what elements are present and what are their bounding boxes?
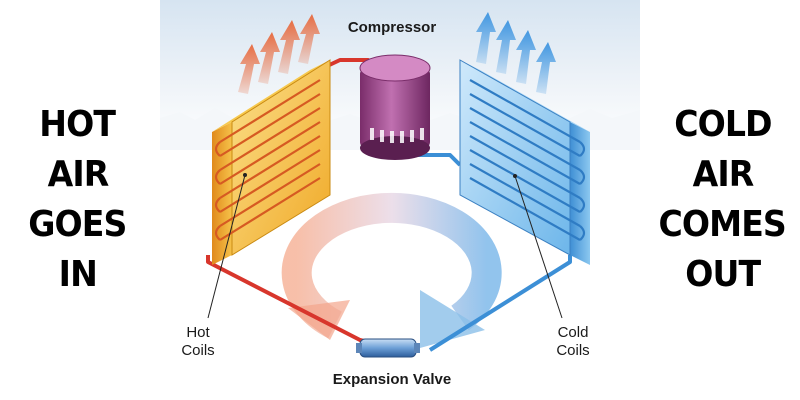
hot-air-arrows xyxy=(238,14,320,94)
hot-caption-line: HOT xyxy=(39,104,117,145)
cold-coils-leader xyxy=(514,175,563,319)
hot-caption-line: AIR xyxy=(47,154,109,195)
cold-caption-line: AIR xyxy=(692,154,754,195)
compressor xyxy=(359,54,431,160)
hot-coils-label: Hot xyxy=(186,324,210,341)
compressor-label: Compressor xyxy=(348,19,437,36)
cold-coil-unit xyxy=(459,59,590,265)
hot-caption-line: IN xyxy=(58,254,97,295)
cold-coils-label: Cold xyxy=(558,324,589,341)
expansion-valve-label: Expansion Valve xyxy=(333,371,451,388)
cold-coil-bends xyxy=(579,141,586,241)
expansion-valve xyxy=(356,338,420,358)
cold-coil-fins xyxy=(469,79,581,241)
refrigerant-cycle-arrow xyxy=(281,192,502,348)
cold-caption-line: OUT xyxy=(685,254,761,295)
cold-coils-leader-dot xyxy=(513,174,517,178)
hot-coil-unit xyxy=(212,59,331,265)
hot-coil-fins xyxy=(219,79,321,241)
hot-coil-bends xyxy=(214,141,221,241)
cold-caption-line: COMES xyxy=(658,204,787,245)
hot-air-caption: HOT AIR GOES IN xyxy=(0,0,155,400)
hot-coils-leader-dot xyxy=(243,173,247,177)
cold-coils-label: Coils xyxy=(556,342,589,359)
hot-caption-line: GOES xyxy=(28,204,127,245)
cold-caption-line: COLD xyxy=(673,104,772,145)
cold-air-arrows xyxy=(476,12,556,94)
hot-coils-leader xyxy=(207,174,246,319)
hot-coils-label: Coils xyxy=(181,342,214,359)
compressor-vents xyxy=(370,128,424,143)
refrigeration-cycle-diagram: Compressor Expansion Valve Hot Coils Col… xyxy=(160,0,640,388)
cold-air-caption: COLD AIR COMES OUT xyxy=(645,0,800,400)
